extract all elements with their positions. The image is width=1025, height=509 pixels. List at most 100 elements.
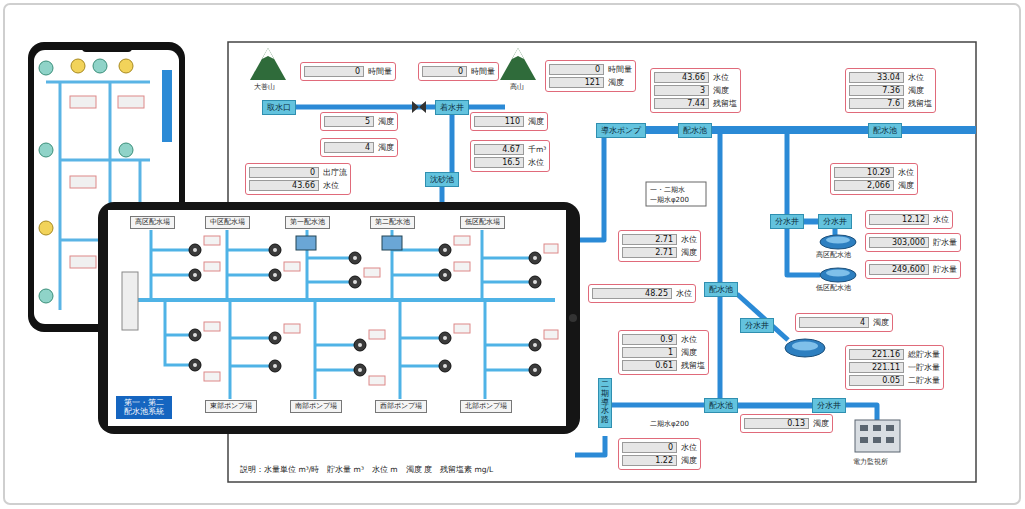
header-pipe-box [122, 272, 138, 330]
station-box: 分水井 [812, 398, 846, 413]
value-row: 7.6残留塩 [849, 97, 932, 110]
value-box: 0.13濁度 [740, 414, 833, 433]
value-field: 10.29 [834, 167, 894, 178]
unit-label: 水位 [681, 335, 697, 345]
pipe [400, 365, 440, 368]
pump [529, 364, 541, 376]
station-box: 配水池 [704, 398, 738, 413]
pipe [227, 274, 270, 277]
unit-label: 水位 [681, 235, 697, 245]
unit-label: 濁度 [908, 86, 924, 96]
value-field: 221.16 [849, 349, 904, 360]
pump [189, 269, 201, 281]
info-panel [204, 262, 220, 271]
pipe [450, 114, 455, 172]
pipe [482, 257, 530, 260]
pipe [46, 81, 150, 84]
unit-label: 濁度 [713, 86, 729, 96]
unit-label: 出庁流 [323, 168, 347, 178]
tablet-pumps [189, 244, 541, 376]
pipe [718, 134, 723, 282]
unit-label: 濁度 [378, 117, 394, 127]
pipe [315, 344, 355, 347]
pipe [230, 365, 270, 368]
pump [269, 244, 281, 256]
pump [269, 269, 281, 281]
trunk-pipe [596, 126, 976, 134]
station-box: 分水井 [740, 318, 774, 333]
station-box: 配水池 [704, 282, 738, 297]
filter-tank [382, 236, 402, 250]
value-box: 33.04水位7.36濁度7.6残留塩 [845, 68, 936, 113]
pump [354, 364, 366, 376]
legend-note: 説明：水量単位 m³/時 貯水量 m³ 水位 m 濁度 度 残留塩素 mg/L [240, 466, 493, 474]
info-panel [70, 256, 96, 268]
value-box: 12.12 水位 [865, 210, 953, 229]
value-row: 5濁度 [324, 115, 394, 128]
station-box: 分水井 [770, 214, 804, 229]
pipe [737, 294, 788, 340]
info-panel [284, 324, 300, 333]
unit-label: 貯水量 [933, 238, 957, 248]
pipe [165, 300, 190, 365]
value-field: 33.04 [849, 72, 904, 83]
box-label: 分水井 [775, 217, 799, 226]
info-panel [544, 330, 558, 339]
info-panel [118, 96, 144, 108]
unit-label: 二貯水量 [908, 376, 940, 386]
pump [529, 252, 541, 264]
info-panel [454, 236, 470, 245]
value-row: 0 出庁流 [249, 166, 347, 179]
pipe [392, 274, 440, 277]
annotation-label: 高区配水池 [816, 251, 851, 259]
outer-frame [4, 4, 1020, 504]
pump-icon [119, 143, 133, 157]
value-row: 0時間量 [422, 65, 495, 78]
pump [354, 339, 366, 351]
annotation-label: 大菩山 [254, 83, 275, 91]
unit-label: 濁度 [608, 78, 624, 88]
value-field: 1 [622, 347, 677, 358]
value-row: 2,066濁度 [834, 179, 914, 192]
box-label: 配水池 [873, 126, 897, 135]
value-box: 0時間量 [418, 62, 499, 81]
note-box [646, 182, 706, 206]
value-field: 12.12 [869, 214, 929, 225]
tank [820, 235, 856, 249]
annotation-label: 一・二期水 [650, 186, 685, 194]
unit-label: 水位 [713, 73, 729, 83]
value-box: 43.66水位3濁度7.44残留塩 [650, 68, 741, 113]
value-field: 0 [249, 167, 319, 178]
phone-notch [82, 44, 132, 52]
value-row: 0時間量 [549, 63, 632, 76]
value-row: 0水位 [622, 441, 697, 454]
unit-label: 水位 [933, 215, 949, 225]
pump [189, 244, 201, 256]
box-label: 配水池 [709, 401, 733, 410]
unit-label: 濁度 [898, 181, 914, 191]
unit-label: 時間量 [368, 67, 392, 77]
value-row: 7.44残留塩 [654, 97, 737, 110]
value-field: 16.5 [474, 157, 524, 168]
unit-label: 残留塩 [681, 361, 705, 371]
value-box: 0水位1.22濁度 [618, 438, 701, 470]
info-panel [369, 376, 385, 385]
value-box: 5濁度 [320, 112, 398, 131]
value-row: 2.71水位 [622, 233, 697, 246]
mountain [250, 48, 286, 80]
unit-label: 時間量 [471, 67, 495, 77]
pump-icon [39, 61, 53, 75]
value-row: 0時間量 [304, 65, 392, 78]
pipe [229, 300, 232, 399]
unit-label: 濁度 [813, 419, 829, 429]
tablet-screen [108, 210, 566, 426]
pipe [399, 300, 402, 399]
window [860, 437, 868, 443]
box-label: 第二配水池 [375, 218, 410, 226]
station-box: 分水井 [818, 214, 852, 229]
unit-label: 残留塩 [713, 99, 737, 109]
info-panel [369, 330, 385, 339]
box-label: 配水池 [683, 126, 707, 135]
value-field: 4.67 [474, 144, 524, 155]
pump [529, 339, 541, 351]
